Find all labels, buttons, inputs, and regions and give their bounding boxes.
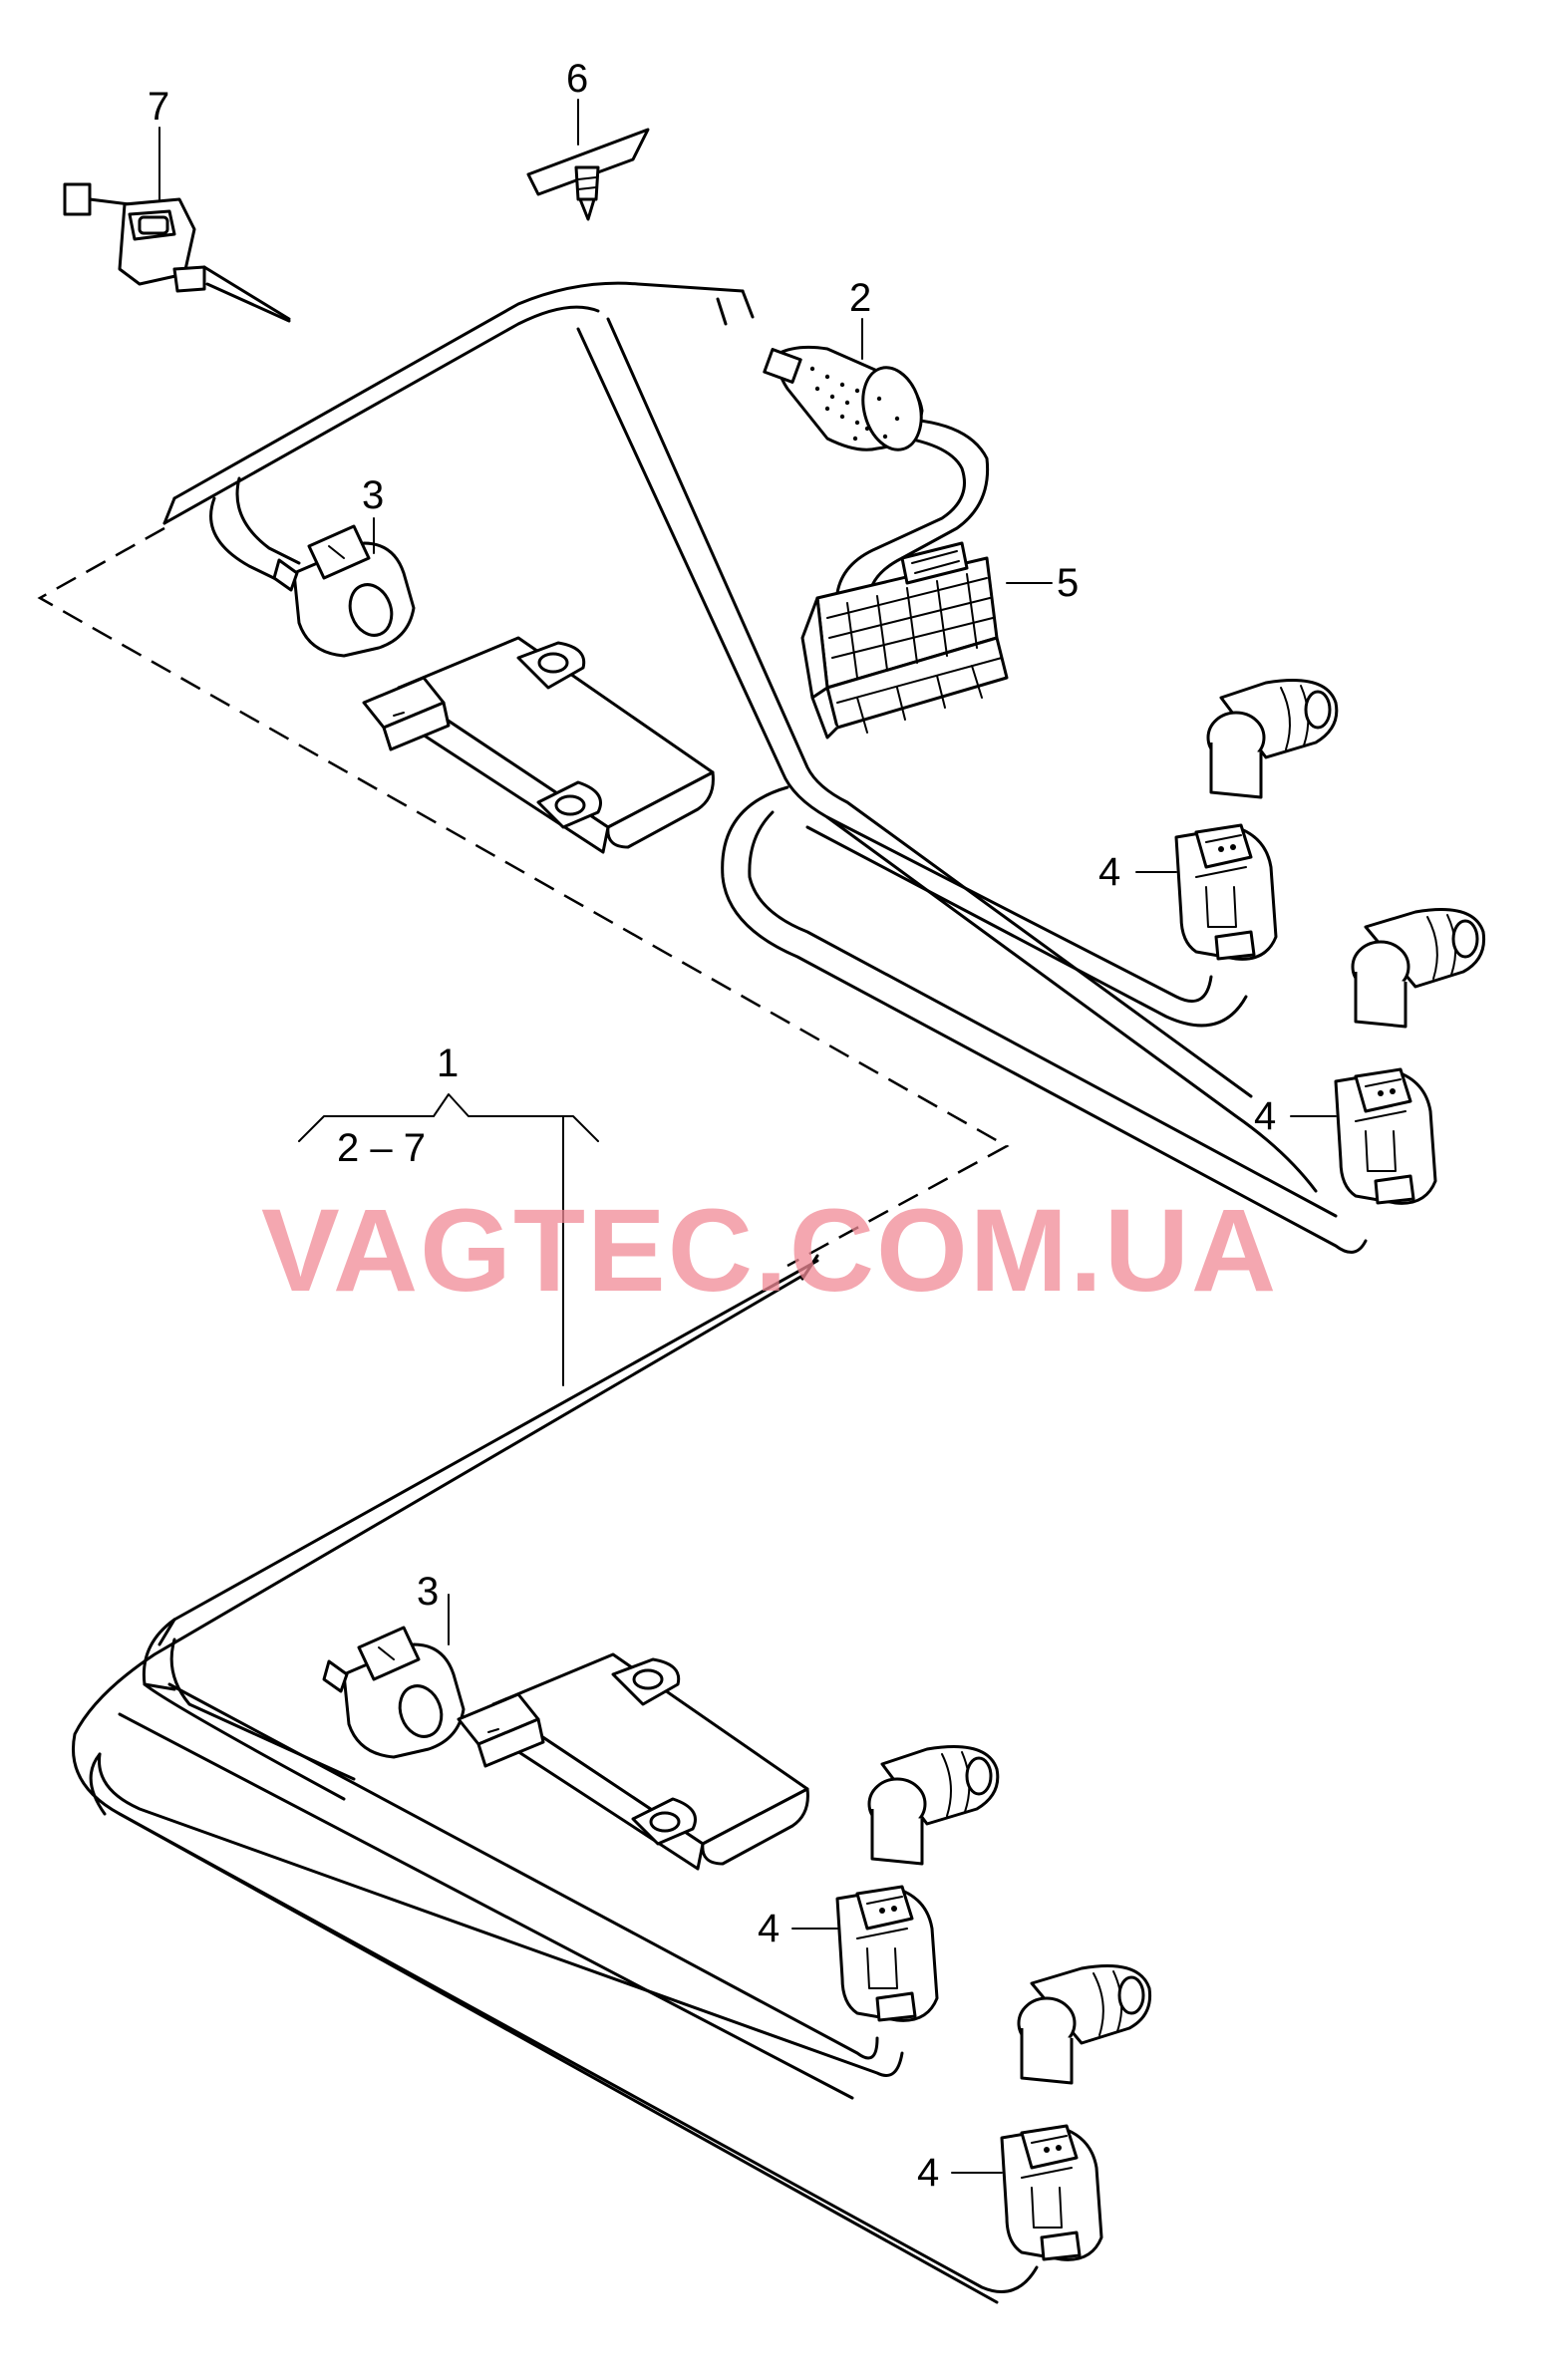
connector-4-lower-1	[835, 1885, 939, 2022]
cable-clip	[63, 182, 291, 323]
label-item-4-upper-2: 4	[1254, 1094, 1276, 1138]
connector-3-upper	[272, 524, 416, 658]
item-labels: 7 6 2 3 5 4 4 1 2 – 7 3 4 4	[148, 57, 1276, 2195]
label-item-2: 2	[849, 276, 871, 320]
upper-harness	[162, 281, 1368, 1254]
connector-3-lower	[322, 1626, 466, 1759]
callout-lines	[158, 99, 1337, 2174]
label-item-6: 6	[566, 57, 588, 101]
pdc-sensor-upper-1	[1206, 679, 1339, 799]
label-item-4-lower-2: 4	[917, 2151, 939, 2195]
connector-4-upper-2	[1334, 1067, 1437, 1205]
screw-fastener	[526, 128, 650, 221]
pdc-sensor-lower-2	[1017, 1964, 1152, 2085]
pdc-sensor-upper-2	[1351, 908, 1486, 1029]
pdc-sensor-lower-1	[867, 1745, 1000, 1866]
grommet	[763, 345, 924, 451]
lower-harness	[72, 1254, 1039, 2304]
multi-pin-connector	[800, 541, 1009, 740]
control-module-lower	[457, 1652, 809, 1871]
label-item-4-upper-1: 4	[1098, 850, 1120, 894]
assembly-dashed-outline	[37, 526, 1010, 1268]
label-item-3-lower: 3	[417, 1570, 439, 1614]
label-item-3-upper: 3	[362, 473, 384, 517]
label-item-5: 5	[1057, 561, 1079, 605]
connector-4-lower-2	[1000, 2124, 1103, 2261]
label-range-2-7: 2 – 7	[337, 1126, 426, 1170]
label-item-7: 7	[148, 85, 169, 129]
label-item-1: 1	[437, 1041, 459, 1085]
watermark-text: VAGTEC.COM.UA	[261, 1185, 1278, 1317]
connector-4-upper-1	[1174, 823, 1278, 961]
label-item-4-lower-1: 4	[758, 1907, 780, 1950]
control-module-upper	[362, 636, 715, 854]
